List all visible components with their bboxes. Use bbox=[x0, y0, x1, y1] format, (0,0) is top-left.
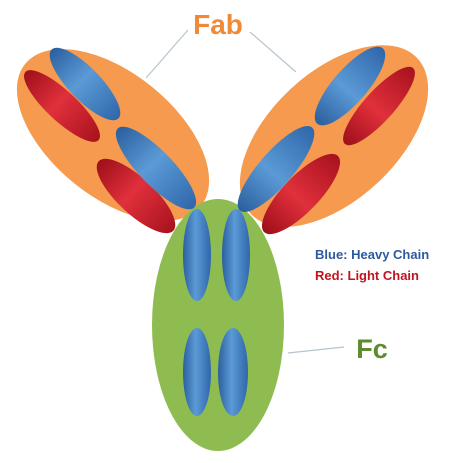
heavy-chain-fc-lower-right bbox=[218, 328, 248, 416]
legend-light-chain: Red: Light Chain bbox=[315, 268, 419, 283]
fc-leader-line bbox=[288, 347, 344, 353]
legend-heavy-chain: Blue: Heavy Chain bbox=[315, 247, 429, 262]
fc-label: Fc bbox=[356, 334, 388, 364]
heavy-chain-fc-lower-left bbox=[183, 328, 211, 416]
heavy-chain-fc-upper-right bbox=[222, 209, 250, 301]
heavy-chain-fc-upper-left bbox=[183, 209, 211, 301]
fc-region bbox=[152, 199, 284, 451]
fab-label: Fab bbox=[193, 9, 243, 40]
fab-leader-line-left bbox=[146, 30, 188, 78]
fab-leader-line-right bbox=[250, 32, 296, 72]
